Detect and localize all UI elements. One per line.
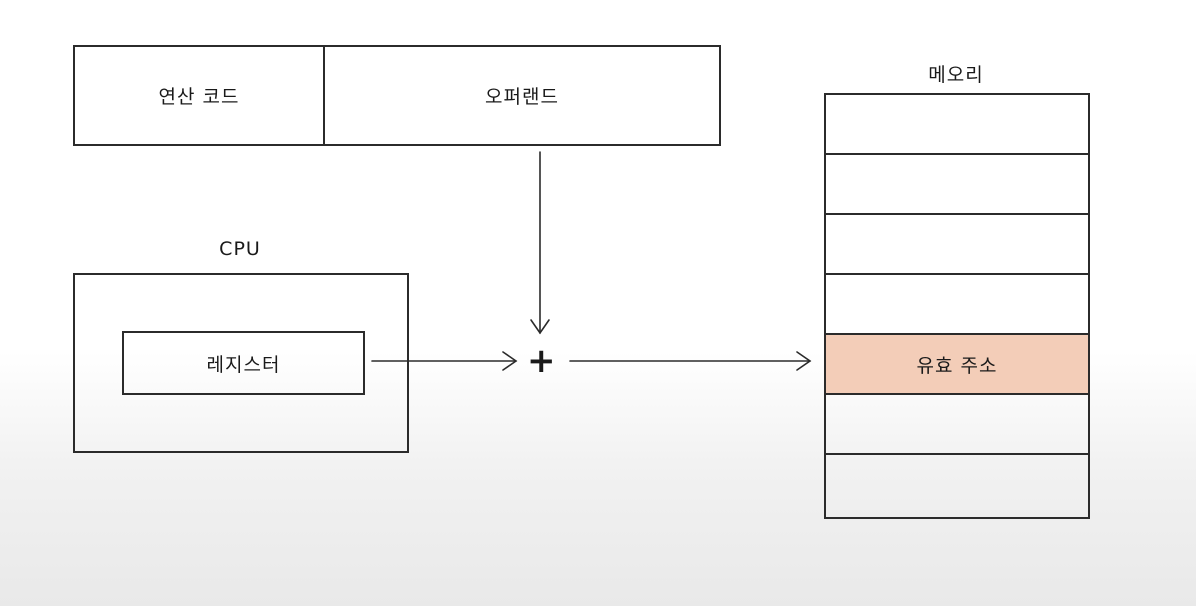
- opcode-label: 연산 코드: [158, 86, 240, 108]
- memory-box: 유효 주소: [824, 93, 1090, 519]
- memory-title: 메오리: [928, 64, 984, 86]
- operand-field: 오퍼랜드: [325, 47, 719, 144]
- cpu-title: CPU: [219, 238, 261, 260]
- instruction-box: 연산 코드 오퍼랜드: [73, 45, 721, 146]
- register-label: 레지스터: [206, 353, 281, 376]
- memory-cell-effective-address: 유효 주소: [826, 335, 1088, 395]
- memory-cell: [826, 155, 1088, 215]
- opcode-field: 연산 코드: [75, 47, 325, 144]
- plus-operator: +: [527, 341, 556, 381]
- memory-cell: [826, 215, 1088, 275]
- register-box: 레지스터: [122, 331, 365, 395]
- memory-cell-label: 유효 주소: [916, 354, 998, 377]
- register-to-plus-arrow: [371, 351, 518, 371]
- memory-cell: [826, 95, 1088, 155]
- operand-to-plus-arrow: [530, 151, 550, 335]
- memory-cell: [826, 275, 1088, 335]
- memory-cell: [826, 395, 1088, 455]
- operand-label: 오퍼랜드: [485, 86, 559, 108]
- cpu-box: 레지스터: [73, 273, 409, 453]
- plus-to-memory-arrow: [569, 351, 812, 371]
